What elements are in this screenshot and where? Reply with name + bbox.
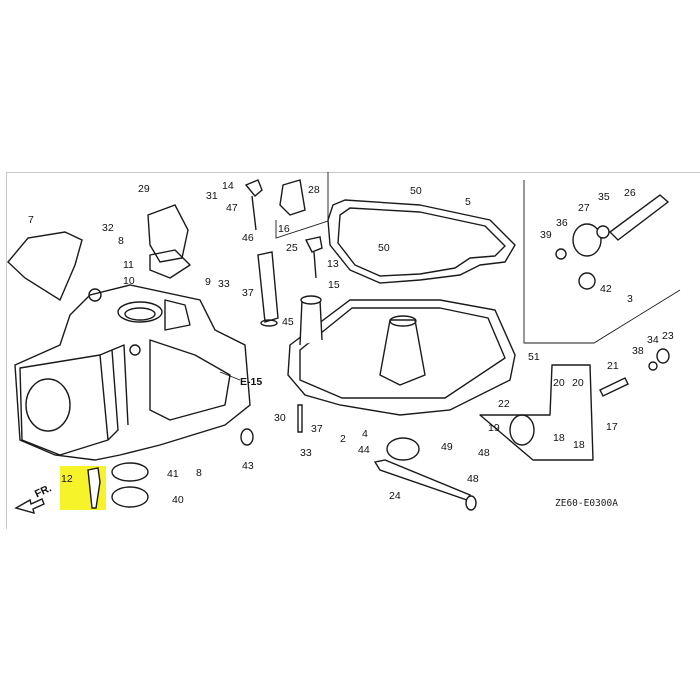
- part-label-50: 50: [410, 185, 422, 197]
- gear-27: [572, 223, 602, 257]
- part-label-38: 38: [632, 345, 644, 357]
- part-label-21: 21: [607, 360, 619, 372]
- diagram-code: ZE60-E0300A: [555, 498, 618, 509]
- part-label-46: 46: [242, 232, 254, 244]
- part-label-17: 17: [606, 421, 618, 433]
- part-label-16: 16: [278, 223, 290, 235]
- collar-23: [656, 348, 670, 364]
- part-label-4: 4: [362, 428, 368, 440]
- oil-seal-43: [240, 428, 254, 446]
- o-ring-45: [260, 319, 278, 327]
- part-label-15: 15: [328, 279, 340, 291]
- breather-cover-8: [147, 204, 189, 263]
- part-label-19: 19: [488, 422, 500, 434]
- part-label-50: 50: [378, 242, 390, 254]
- part-label-20: 20: [553, 377, 565, 389]
- arrow-fr: [14, 498, 45, 514]
- part-label-3: 3: [627, 293, 633, 305]
- part-label-11: 11: [123, 259, 134, 271]
- part-label-51: 51: [528, 351, 540, 363]
- part-label-37: 37: [242, 287, 254, 299]
- part-label-43: 43: [242, 460, 254, 472]
- direction-fr: FR.: [33, 482, 53, 500]
- oil-seal-44: [386, 437, 420, 461]
- gasket-5: [327, 199, 516, 284]
- governor-19: [509, 414, 535, 446]
- part-label-42: 42: [600, 283, 612, 295]
- part-label-13: 13: [327, 258, 339, 270]
- washer-35: [596, 225, 610, 239]
- part-label-33: 33: [218, 278, 230, 290]
- diagram-frame: [6, 172, 700, 529]
- reference-e15: E-15: [240, 376, 262, 388]
- bearing-42: [578, 272, 596, 290]
- part-label-49: 49: [441, 441, 453, 453]
- inset-box: [523, 180, 681, 344]
- part-label-34: 34: [647, 334, 659, 346]
- part-label-30: 30: [274, 412, 286, 424]
- part-label-8: 8: [118, 235, 124, 247]
- dipstick-14: [244, 179, 263, 231]
- part-label-18: 18: [553, 432, 565, 444]
- part-label-41: 41: [167, 468, 179, 480]
- part-label-35: 35: [598, 191, 610, 203]
- part-label-7: 7: [28, 214, 34, 226]
- part-label-26: 26: [624, 187, 636, 199]
- gasket-11: [149, 249, 191, 279]
- group-17-box: [479, 364, 594, 461]
- part-12: [87, 467, 101, 509]
- part-label-20: 20: [572, 377, 584, 389]
- part-label-45: 45: [282, 316, 294, 328]
- part-label-2: 2: [340, 433, 346, 445]
- part-label-24: 24: [389, 490, 401, 502]
- pin-21: [599, 377, 629, 397]
- part-label-12: 12: [61, 473, 73, 485]
- part-label-33: 33: [300, 447, 312, 459]
- part-label-31: 31: [206, 190, 218, 202]
- inset-box-28: [275, 172, 329, 239]
- oil-filler-tube-16: [257, 251, 279, 323]
- part-label-9: 9: [205, 276, 211, 288]
- part-label-25: 25: [286, 242, 298, 254]
- cover-7: [7, 231, 83, 302]
- part-label-36: 36: [556, 217, 568, 229]
- part-label-48: 48: [467, 473, 479, 485]
- part-label-29: 29: [138, 183, 150, 195]
- part-label-27: 27: [578, 202, 590, 214]
- part-label-18: 18: [573, 439, 585, 451]
- e15-arrow: [219, 371, 241, 381]
- part-label-32: 32: [102, 222, 114, 234]
- bearing-40: [111, 486, 149, 508]
- part-label-5: 5: [465, 196, 471, 208]
- dipstick-13: [304, 236, 323, 279]
- part-label-10: 10: [123, 275, 135, 287]
- part-label-14: 14: [222, 180, 234, 192]
- washer-48: [465, 495, 477, 511]
- cylinder-block: [14, 284, 251, 461]
- crankcase-cover: [287, 295, 516, 416]
- part-label-37: 37: [311, 423, 323, 435]
- part-label-44: 44: [358, 444, 370, 456]
- washer-34: [648, 361, 658, 371]
- bracket-28: [279, 179, 306, 216]
- oil-seal-41: [111, 462, 149, 482]
- part-label-8: 8: [196, 467, 202, 479]
- part-label-22: 22: [498, 398, 510, 410]
- part-label-40: 40: [172, 494, 184, 506]
- part-label-23: 23: [662, 330, 674, 342]
- part-label-48: 48: [478, 447, 490, 459]
- part-label-47: 47: [226, 202, 238, 214]
- washer-36: [555, 248, 567, 260]
- shaft-26: [608, 194, 670, 241]
- part-label-28: 28: [308, 184, 320, 196]
- bolt-30: [297, 404, 303, 433]
- part-label-39: 39: [540, 229, 552, 241]
